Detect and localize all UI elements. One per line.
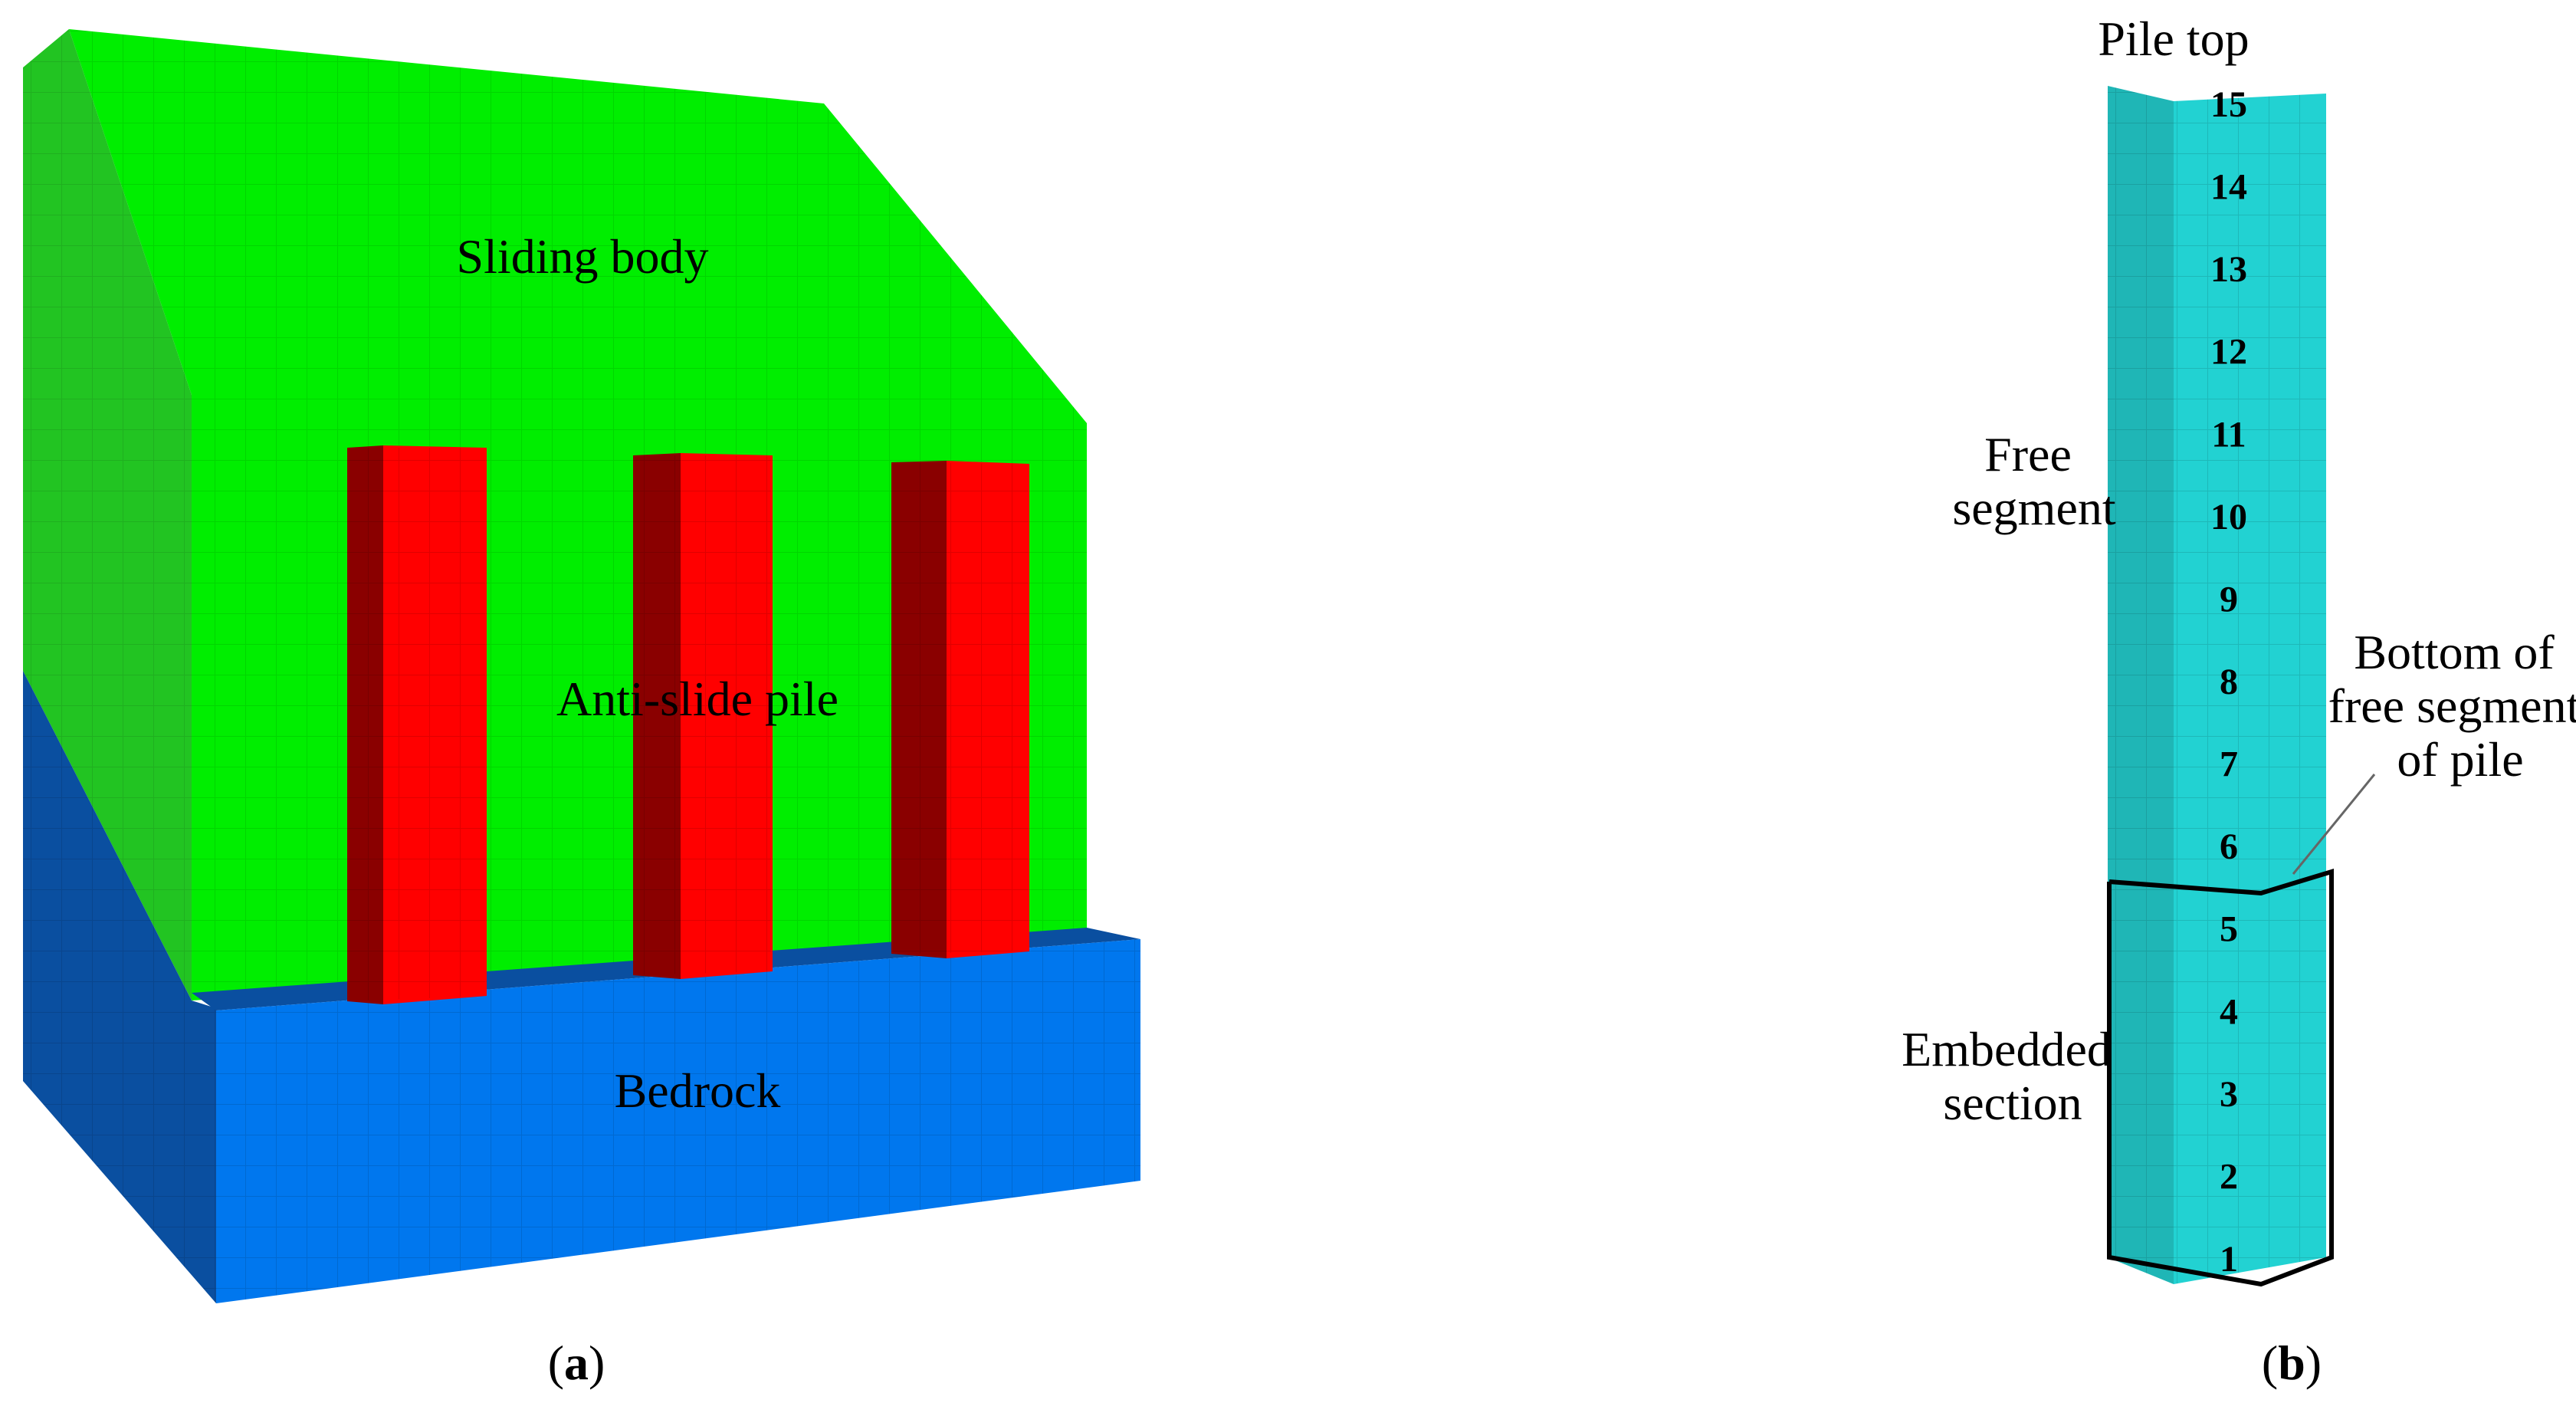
segment-number-12: 12 <box>2210 332 2247 373</box>
segment-number-5: 5 <box>2220 909 2238 950</box>
bedrock-side-grid <box>23 671 216 1303</box>
segment-number-8: 8 <box>2220 662 2238 702</box>
segment-number-2: 2 <box>2220 1156 2238 1197</box>
caption-b: (b) <box>2262 1336 2322 1390</box>
bedrock-front-grid <box>216 939 1140 1303</box>
pile-grid-overlay <box>347 448 1029 1001</box>
embedded-section-outline <box>2107 868 2334 1287</box>
sliding-body-front-grid <box>69 29 1087 1001</box>
bottom-free-segment-leader <box>2292 774 2376 875</box>
sliding-body-side-grid <box>23 29 192 1001</box>
segment-number-13: 13 <box>2210 249 2247 290</box>
segment-number-11: 11 <box>2211 414 2246 455</box>
segment-number-9: 9 <box>2220 579 2238 619</box>
label-sliding-body: Sliding body <box>457 229 709 284</box>
segment-number-10: 10 <box>2210 497 2247 537</box>
segment-number-1: 1 <box>2220 1239 2238 1280</box>
label-bedrock: Bedrock <box>615 1063 781 1118</box>
label-anti-slide-pile: Anti-slide pile <box>556 672 838 726</box>
segment-number-3: 3 <box>2220 1074 2238 1115</box>
segment-number-4: 4 <box>2220 991 2238 1032</box>
segment-number-7: 7 <box>2220 744 2238 785</box>
segment-numbers: 15 14 13 12 11 10 9 8 7 6 5 4 3 2 1 <box>2210 84 2247 1280</box>
segment-number-14: 14 <box>2210 167 2247 208</box>
pile-right-grid <box>2174 94 2326 1284</box>
panel-b: 15 14 13 12 11 10 9 8 7 6 5 4 3 2 1 Pile top Free segm… <box>1902 12 2576 1390</box>
caption-a: (a) <box>548 1336 605 1390</box>
label-pile-top: Pile top <box>2098 12 2249 66</box>
label-embedded-section: Embedded section <box>1902 1022 2124 1130</box>
pile-left-grid <box>2108 86 2174 1284</box>
segment-number-15: 15 <box>2210 84 2247 125</box>
segment-number-6: 6 <box>2220 826 2238 867</box>
panel-a: Sliding body Anti-slide pile Bedrock (a) <box>23 29 1140 1390</box>
label-bottom-of-free-segment: Bottom of free segment of pile <box>2328 625 2576 787</box>
label-free-segment: Free segment <box>1952 427 2116 535</box>
